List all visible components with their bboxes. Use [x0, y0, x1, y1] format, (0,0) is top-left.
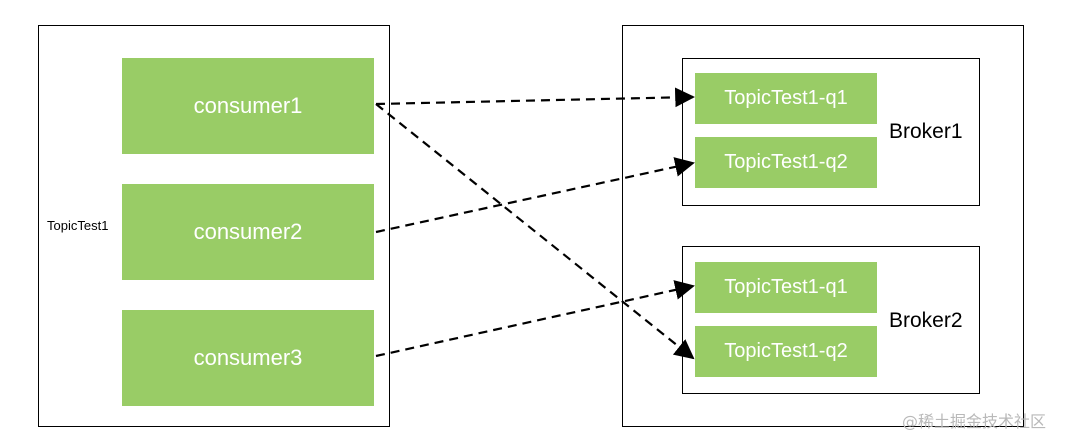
broker-1-queue-1: TopicTest1-q1 — [695, 73, 877, 124]
consumer-box-2: consumer2 — [122, 184, 374, 280]
broker-2-queue-2: TopicTest1-q2 — [695, 326, 877, 377]
broker-2-queue-1: TopicTest1-q1 — [695, 262, 877, 313]
watermark: @稀土掘金技术社区 — [902, 412, 1047, 431]
consumer-box-1: consumer1 — [122, 58, 374, 154]
arrow-consumer2-to-broker1-q2 — [375, 157, 695, 234]
broker-1-queue-2: TopicTest1-q2 — [695, 137, 877, 188]
arrow-consumer1-to-broker1-q1 — [375, 87, 695, 108]
arrow-consumer1-to-broker2-q2 — [375, 103, 695, 360]
broker-2-label: Broker2 — [889, 309, 963, 332]
consumer-group-label: TopicTest1 — [47, 218, 109, 233]
consumer-box-3: consumer3 — [122, 310, 374, 406]
arrow-consumer3-to-broker2-q1 — [375, 280, 695, 358]
broker-1-label: Broker1 — [889, 120, 963, 143]
